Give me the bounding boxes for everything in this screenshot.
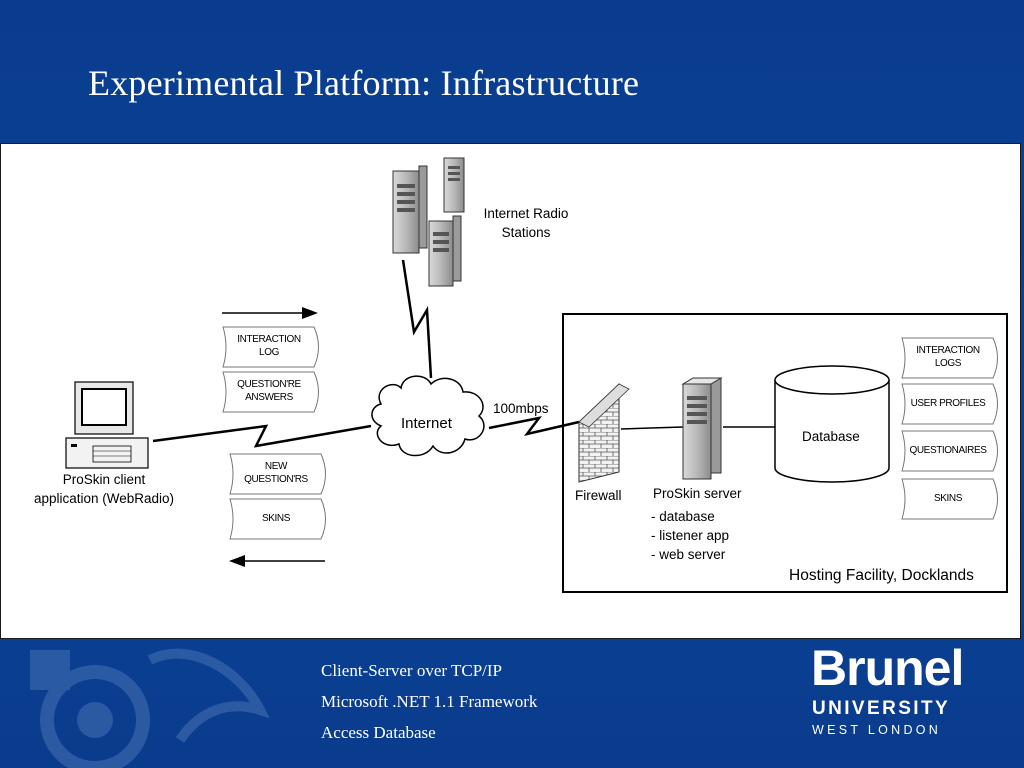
server-label: ProSkin server (653, 486, 742, 501)
firewall (578, 382, 630, 483)
doc-shape-skins-client (229, 498, 326, 540)
internet-firewall-link-line (488, 416, 580, 436)
doc-shape-new-questionnaires (229, 453, 326, 495)
footer-notes: Client-Server over TCP/IP Microsoft .NET… (321, 655, 537, 748)
firewall-label: Firewall (575, 488, 622, 503)
footer-line-database: Access Database (321, 723, 436, 742)
client-computer (65, 381, 149, 469)
diagram-drawing (65, 157, 1008, 593)
doc-shape-user-profiles (901, 383, 998, 425)
proskin-server (681, 377, 723, 480)
hosting-facility-label: Hosting Facility, Docklands (789, 567, 974, 584)
internet-label: Internet (401, 415, 452, 432)
doc-label-skins-client: SKINS (261, 513, 290, 524)
client-link-line (152, 424, 372, 448)
radio-station-server-2 (443, 157, 465, 213)
doc-label-skins-db: SKINS (933, 493, 962, 504)
doc-shape-interaction-logs (901, 337, 998, 379)
radio-station-server-3 (428, 215, 462, 287)
download-arrow (229, 555, 325, 567)
brand-university: UNIVERSITY (812, 698, 951, 719)
client-label: ProSkin client application (WebRadio) (33, 472, 175, 506)
doc-label-user-profiles: USER PROFILES (910, 398, 986, 409)
diagram-canvas: Internet Radio Stations Internet 100mbps… (0, 143, 1021, 639)
doc-shape-skins-db (901, 478, 998, 520)
radio-stations-label: Internet Radio Stations (483, 206, 569, 240)
radio-station-server-1 (392, 165, 428, 254)
footer-line-protocol: Client-Server over TCP/IP (321, 661, 502, 680)
doc-label-questionaires: QUESTIONAIRES (909, 445, 987, 456)
database-cylinder (774, 365, 890, 483)
decorative-gear-art (30, 648, 270, 768)
footer-line-framework: Microsoft .NET 1.1 Framework (321, 692, 538, 711)
link-speed-label: 100mbps (493, 401, 549, 416)
doc-shape-questionnaire-answers (222, 371, 319, 413)
brunel-logo: Brunel UNIVERSITY WEST LONDON (811, 640, 964, 745)
doc-shape-interaction-log (222, 326, 319, 368)
database-label: Database (802, 429, 860, 444)
internet-cloud (371, 375, 485, 457)
slide-title: Experimental Platform: Infrastructure (88, 63, 640, 103)
hosting-facility-box (562, 313, 1008, 593)
server-roles: - database - listener app - web server (651, 507, 729, 564)
doc-shape-questionaires (901, 430, 998, 472)
brand-name: Brunel (811, 640, 964, 696)
server-role-database: - database (651, 509, 715, 524)
server-role-listener: - listener app (651, 528, 730, 543)
radio-link-line (401, 259, 433, 379)
server-role-web: - web server (651, 547, 726, 562)
brand-location: WEST LONDON (812, 723, 942, 737)
upload-arrow (222, 307, 318, 319)
firewall-server-line (620, 426, 684, 430)
